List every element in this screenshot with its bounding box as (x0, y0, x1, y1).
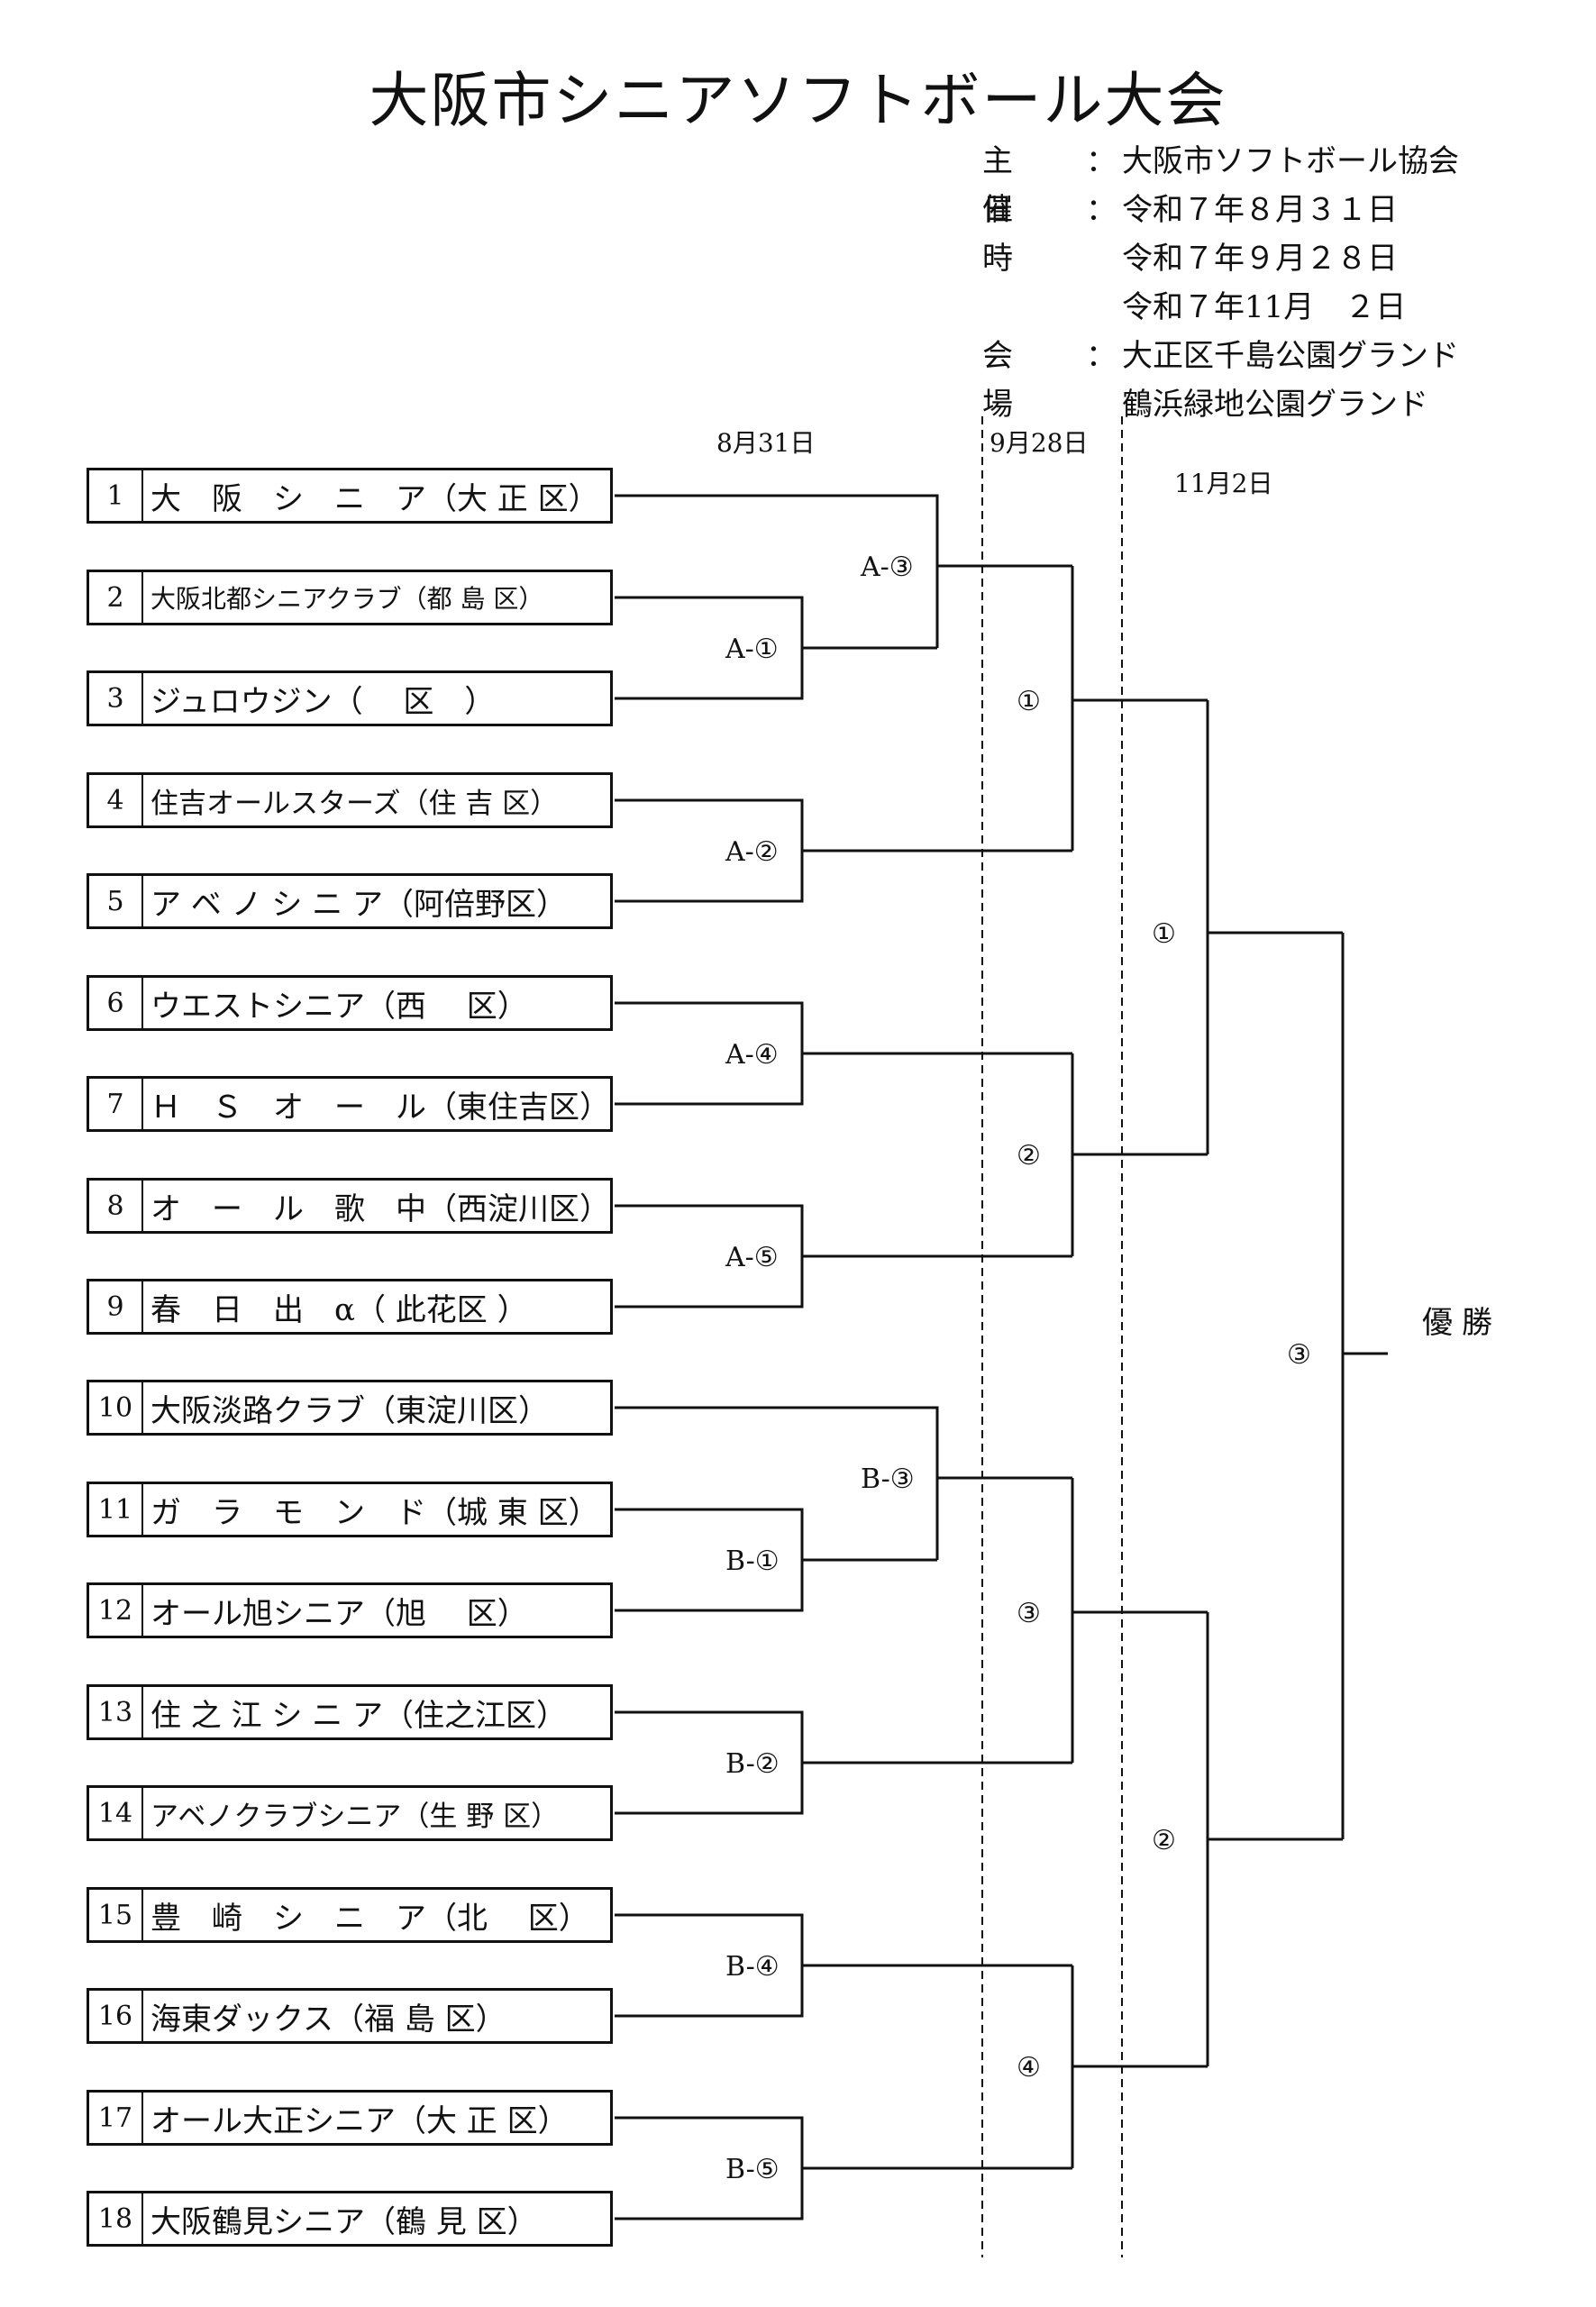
team-number: 11 (89, 1484, 143, 1535)
match-label: ② (1017, 1140, 1041, 1172)
match-label: ② (1152, 1825, 1176, 1856)
date-row: 令和７年11月 ２日 (982, 283, 1459, 332)
match-label: B-④ (725, 1951, 780, 1983)
team-name: 豊 崎 シ ニ ア（北 区） (150, 1900, 589, 1937)
match-label: A-② (725, 836, 779, 868)
match-label: B-⑤ (725, 2154, 780, 2185)
team-number: 12 (89, 1585, 143, 1636)
venue-row: 鶴浜緑地公園グランド (982, 380, 1459, 429)
team-number: 4 (89, 775, 143, 825)
match-label: A-① (725, 634, 779, 665)
round2-date: 9月28日 (990, 428, 1089, 458)
team-number: 3 (89, 673, 143, 724)
date-3: 令和７年11月 ２日 (1122, 289, 1407, 325)
team-name: オール旭シニア（旭 区） (150, 1595, 528, 1632)
team-number: 9 (89, 1281, 143, 1332)
team-number: 8 (89, 1181, 143, 1231)
colon: ： (1086, 143, 1117, 179)
team-name: オール大正シニア（大 正 区） (150, 2102, 569, 2139)
organizer-label: 主 催 (982, 143, 1076, 228)
team-name: オ ー ル 歌 中（西淀川区） (150, 1190, 610, 1227)
team-number: 7 (89, 1079, 143, 1129)
match-label: ④ (1017, 2052, 1041, 2084)
venue-row: 会 場 ： 大正区千島公園グランド (982, 332, 1459, 423)
match-label: ③ (1287, 1339, 1311, 1371)
team-number: 6 (89, 978, 143, 1028)
team-number: 17 (89, 2093, 143, 2143)
team-name: アベノクラブシニア（生 野 区） (150, 1800, 560, 1833)
team-number: 14 (89, 1788, 143, 1838)
team-number: 2 (89, 572, 143, 623)
team-name: ウエストシニア（西 区） (150, 988, 528, 1025)
colon: ： (1086, 338, 1117, 374)
team-name: ジュロウジン（ 区 ） (150, 683, 496, 720)
team-name: 大阪淡路クラブ（東淀川区） (150, 1392, 549, 1429)
team-name: 住吉オールスターズ（住 吉 区） (150, 787, 559, 820)
organizer-row: 主 催 ： 大阪市ソフトボール協会 (982, 137, 1459, 228)
match-label: B-② (725, 1748, 780, 1780)
team-number: 13 (89, 1687, 143, 1737)
venue-1: 大正区千島公園グランド (1122, 338, 1459, 374)
team-name: Ｈ Ｓ オ ー ル（東住吉区） (150, 1089, 610, 1126)
champion-label: 優勝 (1422, 1305, 1501, 1341)
match-label: ③ (1017, 1598, 1041, 1629)
team-name: ア ベ ノ シ ニ ア（阿倍野区） (150, 886, 568, 923)
team-name: ガ ラ モ ン ド（城 東 区） (150, 1494, 599, 1531)
colon: ： (1086, 192, 1117, 228)
match-label: B-③ (861, 1464, 915, 1495)
match-label: ① (1017, 686, 1041, 717)
team-number: 10 (89, 1382, 143, 1433)
date-row: 令和７年９月２８日 (982, 234, 1459, 283)
organizer-name: 大阪市ソフトボール協会 (1122, 143, 1459, 179)
date-2: 令和７年９月２８日 (1122, 241, 1398, 277)
page-title: 大阪市シニアソフトボール大会 (369, 66, 1227, 135)
team-name: 大阪鶴見シニア（鶴 見 区） (150, 2203, 538, 2240)
match-label: ① (1152, 918, 1176, 950)
team-number: 16 (89, 1991, 143, 2041)
team-name: 大阪北都シニアクラブ（都 島 区） (150, 584, 544, 614)
round1-date: 8月31日 (716, 428, 816, 458)
match-label: A-④ (725, 1039, 779, 1071)
venue-label: 会 場 (982, 338, 1076, 423)
team-name: 春 日 出 α（ 此花区 ） (150, 1291, 528, 1328)
date-1: 令和７年８月３１日 (1122, 192, 1398, 228)
event-info: 主 催 ： 大阪市ソフトボール協会 日 時 ： 令和７年８月３１日 令和７年９月… (982, 137, 1459, 429)
match-label: A-⑤ (725, 1242, 779, 1273)
team-number: 18 (89, 2193, 143, 2244)
team-name: 海東ダックス（福 島 区） (150, 2001, 506, 2038)
venue-2: 鶴浜緑地公園グランド (1122, 387, 1428, 423)
match-label: B-① (725, 1546, 780, 1577)
date-row: 日 時 ： 令和７年８月３１日 (982, 186, 1459, 277)
team-number: 5 (89, 876, 143, 926)
match-label: A-③ (861, 552, 914, 583)
team-name: 大 阪 シ ニ ア（大 正 区） (150, 480, 599, 517)
round3-date: 11月2日 (1174, 469, 1273, 498)
team-name: 住 之 江 シ ニ ア（住之江区） (150, 1697, 568, 1734)
team-number: 15 (89, 1890, 143, 1940)
date-label: 日 時 (982, 192, 1076, 277)
team-number: 1 (89, 470, 143, 521)
